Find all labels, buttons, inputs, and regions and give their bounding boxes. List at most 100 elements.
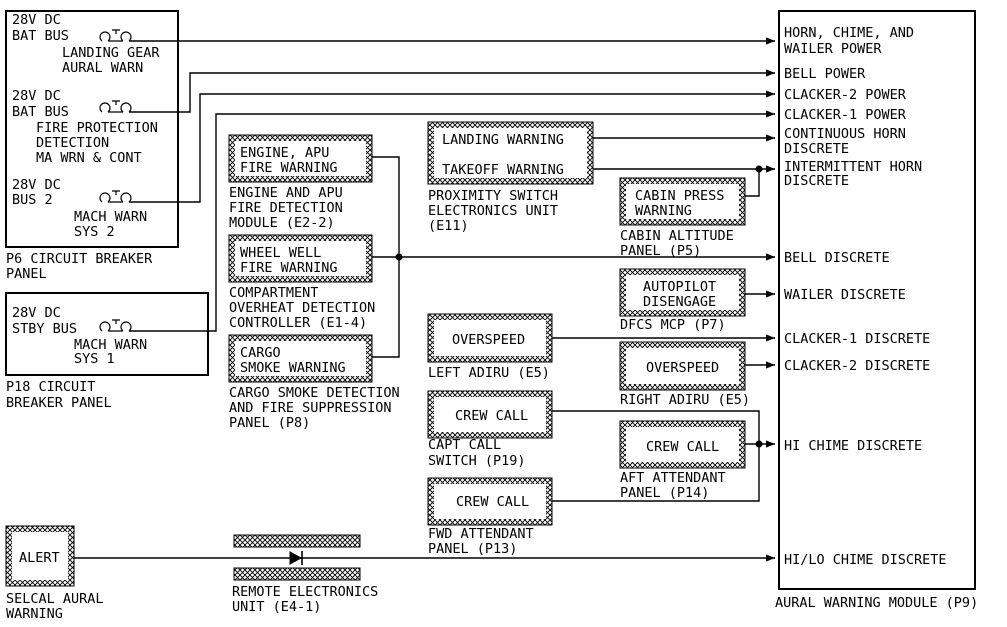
cargo-caption-2: AND FIRE SUPPRESSION [229, 400, 392, 416]
proximity-caption-2: ELECTRONICS UNIT [428, 203, 558, 219]
input-continuous-horn: CONTINUOUS HORN [784, 126, 906, 142]
p18-bus-label: 28V DC [12, 305, 61, 321]
p18-caption-2: BREAKER PANEL [6, 395, 112, 411]
p6-bus1-label-2: BAT BUS [12, 28, 69, 44]
circuit-breaker-icon [99, 100, 132, 113]
input-hilo-chime-discrete: HI/LO CHIME DISCRETE [784, 552, 947, 568]
aft-attendant-caption: AFT ATTENDANT [620, 470, 726, 486]
right-adiru-label: OVERSPEED [646, 360, 719, 376]
cabin-altitude-panel: CABIN PRESS WARNING CABIN ALTITUDE PANEL… [619, 177, 746, 259]
fire-module-label-2: FIRE WARNING [240, 160, 338, 176]
proximity-switch-unit: LANDING WARNING TAKEOFF WARNING PROXIMIT… [427, 121, 594, 234]
fwd-attendant-label: CREW CALL [456, 494, 529, 510]
fwd-attendant-panel: CREW CALL FWD ATTENDANT PANEL (P13) [427, 477, 553, 557]
input-bell-discrete: BELL DISCRETE [784, 250, 890, 266]
cabin-caption: CABIN ALTITUDE [620, 228, 734, 244]
p6-bus2-label-2: BAT BUS [12, 104, 69, 120]
remote-electronics-caption: REMOTE ELECTRONICS [232, 584, 378, 600]
circuit-breaker-icon [99, 190, 132, 203]
cabin-label-2: WARNING [635, 203, 692, 219]
capt-call-caption-2: SWITCH (P19) [428, 453, 526, 469]
engine-apu-fire-module: ENGINE, APU FIRE WARNING ENGINE AND APU … [228, 134, 373, 231]
input-continuous-horn-2: DISCRETE [784, 141, 849, 157]
fire-module-caption: ENGINE AND APU [229, 185, 343, 201]
overheat-detection-controller: WHEEL WELL FIRE WARNING COMPARTMENT OVER… [228, 234, 375, 331]
p6-caption: P6 CIRCUIT BREAKER [6, 251, 153, 267]
cargo-smoke-panel: CARGO SMOKE WARNING CARGO SMOKE DETECTIO… [228, 334, 400, 431]
input-clacker-1-power: CLACKER-1 POWER [784, 107, 907, 123]
p6-bus2-label: 28V DC [12, 88, 61, 104]
input-intermittent-horn-2: DISCRETE [784, 173, 849, 189]
selcal-aural-warning: ALERT SELCAL AURAL WARNING [5, 525, 104, 622]
aural-warning-module: HORN, CHIME, AND WAILER POWER BELL POWER… [775, 10, 978, 611]
input-wailer-discrete: WAILER DISCRETE [784, 287, 906, 303]
input-intermittent-horn: INTERMITTENT HORN [784, 159, 922, 175]
circuit-breaker-icon [99, 29, 132, 42]
left-adiru: OVERSPEED LEFT ADIRU (E5) [427, 313, 553, 381]
fwd-attendant-caption: FWD ATTENDANT [428, 526, 534, 542]
input-hi-chime-discrete: HI CHIME DISCRETE [784, 438, 922, 454]
selcal-caption: SELCAL AURAL [6, 591, 104, 607]
dfcs-label: AUTOPILOT [643, 279, 716, 295]
input-horn-chime-wailer-power-2: WAILER POWER [784, 41, 882, 57]
fwd-attendant-caption-2: PANEL (P13) [428, 541, 517, 557]
cargo-caption-3: PANEL (P8) [229, 415, 310, 431]
p6-breaker2-label: FIRE PROTECTION [36, 120, 158, 136]
p18-caption: P18 CIRCUIT [6, 379, 95, 395]
left-adiru-label: OVERSPEED [452, 332, 525, 348]
input-horn-chime-wailer-power: HORN, CHIME, AND [784, 25, 914, 41]
p18-bus-label-2: STBY BUS [12, 321, 77, 337]
cabin-label: CABIN PRESS [635, 188, 724, 204]
p6-breaker3-label-2: SYS 2 [74, 224, 115, 240]
proximity-label: LANDING WARNING [442, 132, 564, 148]
circuit-breaker-icon [99, 319, 132, 332]
capt-call-label: CREW CALL [455, 408, 528, 424]
p18-breaker-label: MACH WARN [74, 337, 147, 353]
input-clacker-1-discrete: CLACKER-1 DISCRETE [784, 331, 930, 347]
input-clacker-2-power: CLACKER-2 POWER [784, 87, 907, 103]
selcal-caption-2: WARNING [6, 606, 63, 622]
wiring [74, 37, 775, 562]
right-adiru-caption: RIGHT ADIRU (E5) [620, 392, 750, 408]
dfcs-caption: DFCS MCP (P7) [620, 317, 726, 333]
aft-attendant-label: CREW CALL [646, 439, 719, 455]
overheat-caption-3: CONTROLLER (E1-4) [229, 315, 367, 331]
aural-module-caption: AURAL WARNING MODULE (P9) [775, 595, 978, 611]
p18-breaker-label-2: SYS 1 [74, 351, 115, 367]
p6-bus3-label-2: BUS 2 [12, 192, 53, 208]
diode-icon [289, 551, 303, 565]
aft-attendant-caption-2: PANEL (P14) [620, 485, 709, 501]
overheat-label: WHEEL WELL [240, 245, 321, 261]
p6-breaker1-label-2: AURAL WARN [62, 60, 143, 76]
dfcs-mcp: AUTOPILOT DISENGAGE DFCS MCP (P7) [619, 268, 746, 333]
p6-breaker2-label-3: MA WRN & CONT [36, 150, 142, 166]
proximity-label-2: TAKEOFF WARNING [442, 162, 564, 178]
right-adiru: OVERSPEED RIGHT ADIRU (E5) [619, 341, 750, 408]
input-clacker-2-discrete: CLACKER-2 DISCRETE [784, 358, 930, 374]
proximity-caption-3: (E11) [428, 218, 469, 234]
p6-breaker2-label-2: DETECTION [36, 135, 109, 151]
p6-circuit-breaker-panel: 28V DC BAT BUS LANDING GEAR AURAL WARN 2… [5, 10, 179, 282]
overheat-caption: COMPARTMENT [229, 285, 318, 301]
cargo-label-2: SMOKE WARNING [240, 360, 346, 376]
capt-call-switch: CREW CALL CAPT CALL SWITCH (P19) [427, 390, 553, 469]
p6-breaker1-label: LANDING GEAR [62, 45, 160, 61]
overheat-caption-2: OVERHEAT DETECTION [229, 300, 375, 316]
remote-electronics-unit: REMOTE ELECTRONICS UNIT (E4-1) [232, 534, 378, 615]
cabin-caption-2: PANEL (P5) [620, 243, 701, 259]
dfcs-label-2: DISENGAGE [643, 294, 716, 310]
p6-bus3-label: 28V DC [12, 177, 61, 193]
overheat-label-2: FIRE WARNING [240, 260, 338, 276]
left-adiru-caption: LEFT ADIRU (E5) [428, 365, 550, 381]
cargo-label: CARGO [240, 345, 281, 361]
proximity-caption: PROXIMITY SWITCH [428, 188, 558, 204]
fire-module-caption-2: FIRE DETECTION [229, 200, 343, 216]
cargo-caption: CARGO SMOKE DETECTION [229, 385, 400, 401]
capt-call-caption: CAPT CALL [428, 437, 501, 453]
aft-attendant-panel: CREW CALL AFT ATTENDANT PANEL (P14) [619, 420, 746, 501]
p6-breaker3-label: MACH WARN [74, 209, 147, 225]
fire-module-label: ENGINE, APU [240, 145, 329, 161]
remote-electronics-caption-2: UNIT (E4-1) [232, 599, 321, 615]
selcal-label: ALERT [19, 550, 60, 566]
